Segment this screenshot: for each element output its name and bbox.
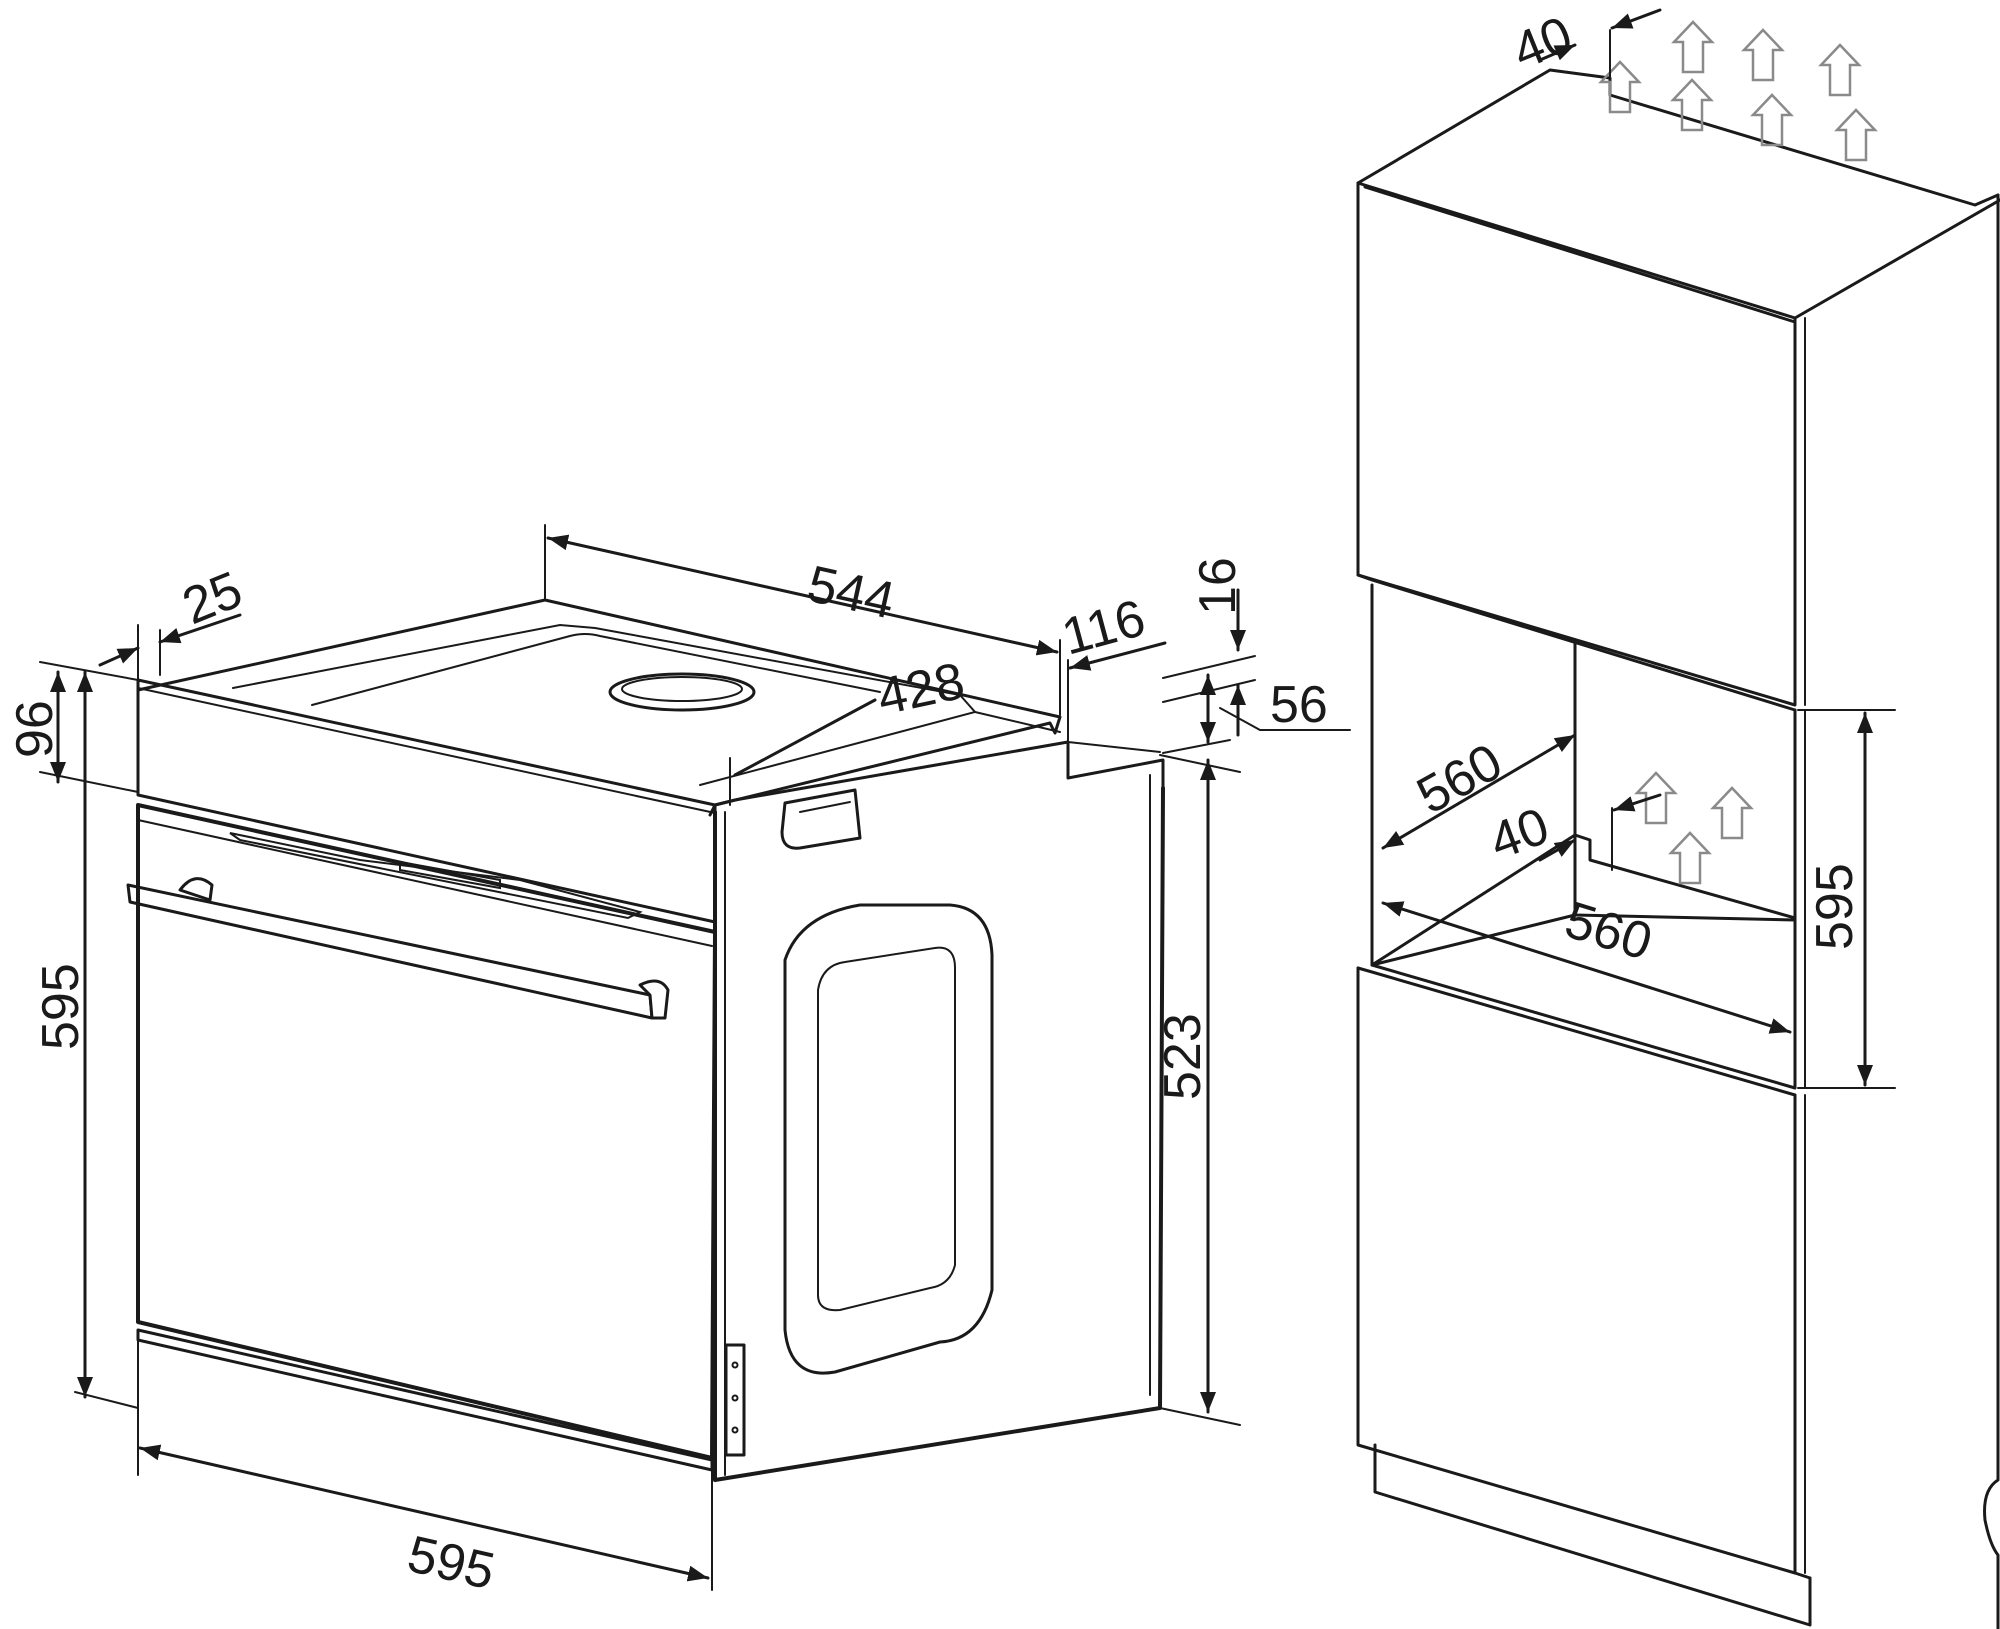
oven-top-plate [232,623,977,786]
side-window [783,903,994,1375]
dim-total-height: 595 [32,963,90,1050]
niche-dimensions: 40 560 40 560 595 [1381,6,1896,1089]
up-arrow-icon [1834,108,1878,162]
up-arrow-icon [1668,831,1712,885]
airflow-arrows [1598,20,1878,885]
dim-body-height: 523 [1154,1013,1212,1100]
dim-back-height: 56 [1270,676,1328,734]
up-arrow-icon [1750,93,1794,147]
cabinet-upper-panel [1356,181,1797,707]
dim-control-height: 96 [6,700,64,758]
dim-total-width: 595 [402,1525,500,1601]
door-bottom-trim [136,1328,714,1472]
up-arrow-icon [1671,20,1715,74]
cabinet-side [1983,193,2000,1629]
dim-niche-height: 595 [1806,863,1864,950]
cabinet-top [1356,68,2000,207]
up-arrow-icon [1818,43,1862,97]
dim-top-depth: 544 [802,555,899,630]
fan-opening [608,672,756,712]
oven-side-body [713,786,1165,1482]
up-arrow-icon [1710,786,1754,840]
up-arrow-icon [1670,78,1714,132]
dim-back-offset: 116 [1056,589,1151,666]
dim-top-gap: 40 [1505,6,1580,81]
dim-inner-depth: 428 [872,652,969,727]
dim-rear-gap: 40 [1482,797,1556,871]
oven-dimensions: 544 428 25 116 16 56 96 595 [6,524,1351,1601]
cabinet-plinth [1373,1443,1812,1627]
door-handle [126,883,654,1020]
dim-niche-width: 560 [1558,891,1658,972]
up-arrow-icon [1741,28,1785,82]
control-panel [136,678,717,924]
dim-front-depth: 25 [175,561,250,636]
dim-back-step: 16 [1189,557,1247,615]
cabinet-drawing [1356,68,2000,1629]
cabinet-lower-panel [1356,966,1797,1575]
oven-drawing [126,598,1165,1482]
up-arrow-icon [1598,60,1642,114]
up-arrow-icon [1634,771,1678,825]
